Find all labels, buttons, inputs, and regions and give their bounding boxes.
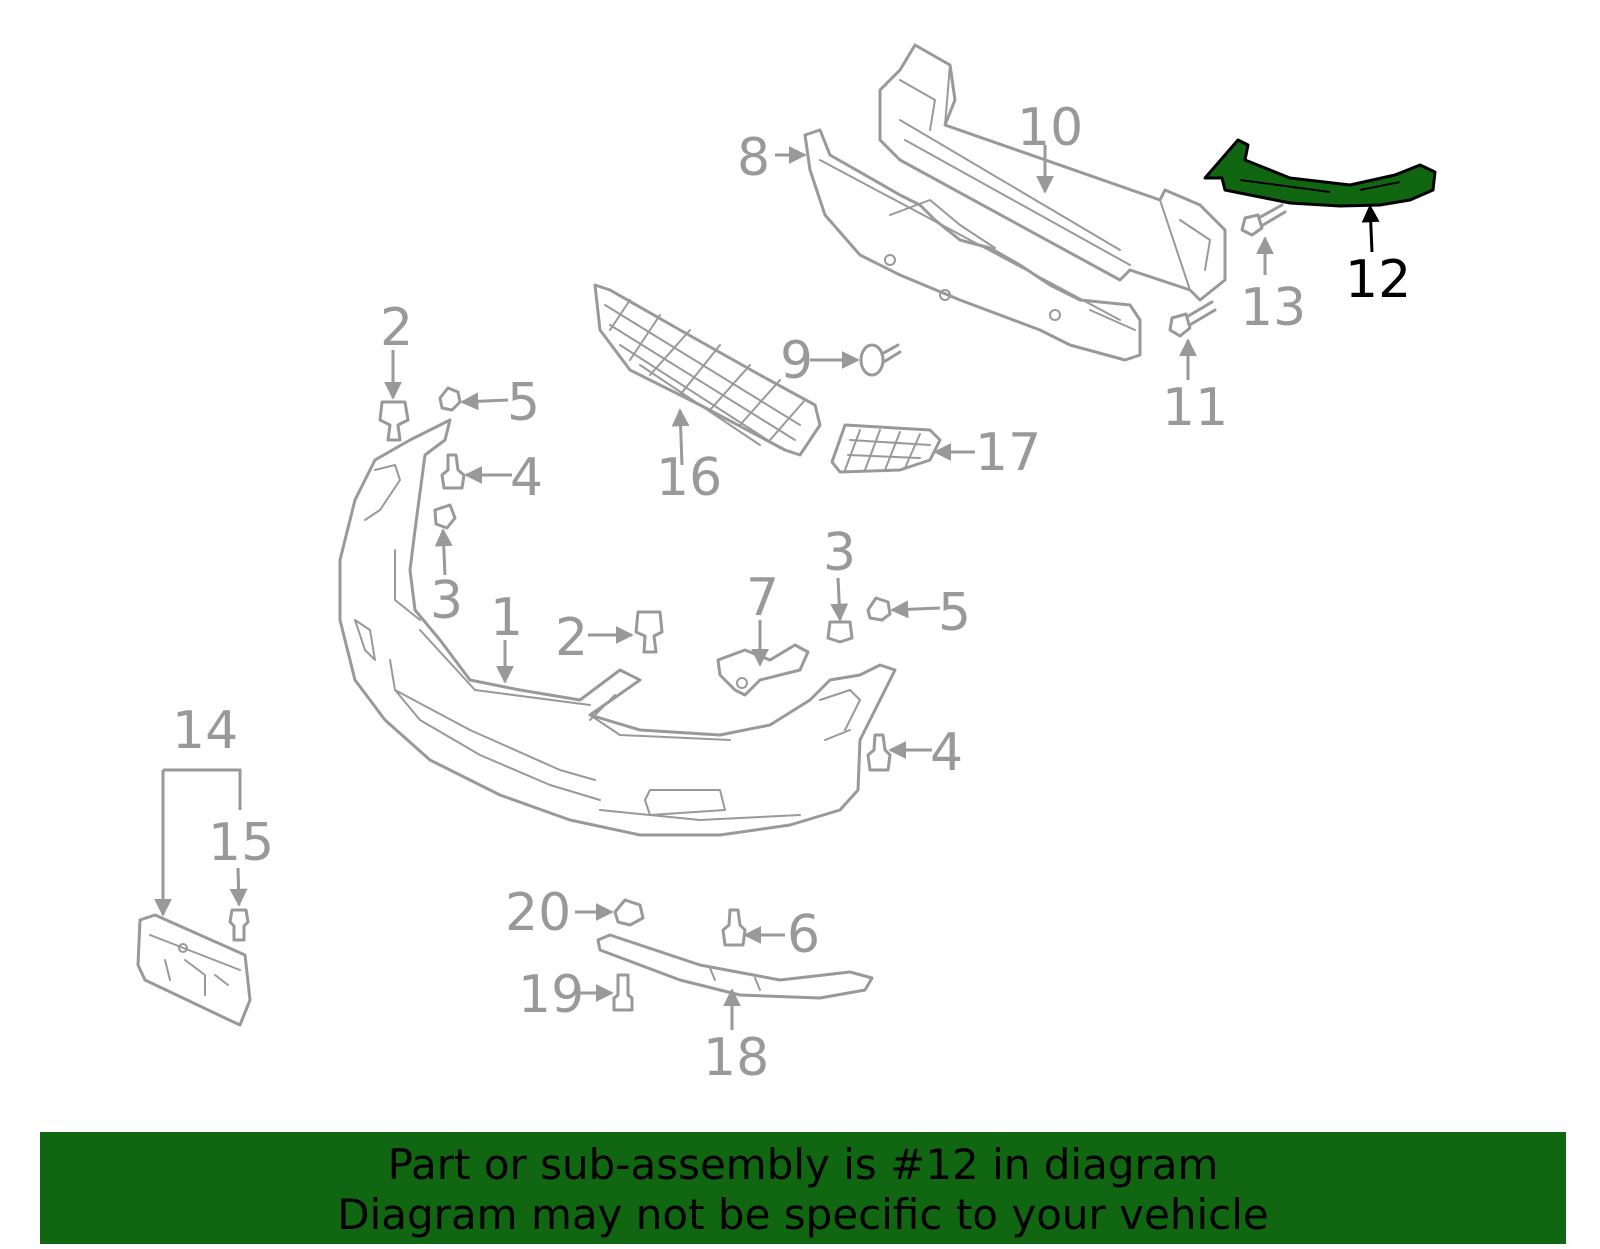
part-19-bolt [612, 973, 634, 1012]
callout-5-top: 5 [507, 373, 540, 433]
part-4-screw-mid [866, 733, 892, 772]
callout-4-top: 4 [510, 448, 543, 508]
part-4-screw-top [440, 453, 466, 490]
callout-8: 8 [737, 128, 770, 188]
part-7-bracket [716, 643, 810, 697]
part-5-nut-mid [866, 596, 892, 622]
part-11-bolt [1168, 300, 1217, 338]
callout-5-mid: 5 [938, 583, 971, 643]
part-1-bumper-cover [338, 418, 897, 837]
banner-line-disclaimer: Diagram may not be specific to your vehi… [337, 1190, 1269, 1239]
part-8-absorber [803, 128, 1142, 362]
part-14-license-bracket [136, 913, 252, 1027]
part-18-lower-trim [596, 933, 874, 1000]
part-15-screw [228, 908, 250, 942]
part-10-reinforcement [878, 43, 1227, 302]
callout-16: 16 [656, 448, 722, 508]
part-12-bracket-highlighted [1203, 138, 1437, 208]
callout-13: 13 [1240, 278, 1306, 338]
callout-14: 14 [172, 701, 238, 761]
callout-10: 10 [1017, 98, 1083, 158]
callout-17: 17 [975, 423, 1041, 483]
part-13-bolt [1240, 203, 1287, 237]
callout-11: 11 [1162, 378, 1228, 438]
callout-2-mid: 2 [555, 608, 588, 668]
part-3-nut-mid [826, 620, 854, 644]
part-2-clip-top [378, 400, 410, 442]
part-6-screw [721, 908, 747, 947]
leader-lines [154, 145, 1380, 1030]
callout-4-mid: 4 [930, 723, 963, 783]
banner-line-part: Part or sub-assembly is #12 in diagram [387, 1140, 1219, 1189]
part-2-clip-mid [634, 610, 664, 654]
callout-3-top: 3 [430, 571, 463, 631]
part-3-nut-top [433, 503, 457, 530]
part-5-nut-top [438, 386, 462, 412]
callout-9: 9 [780, 331, 813, 391]
callout-labels: 8 10 12 13 11 9 16 17 2 5 4 3 1 2 7 3 5 … [172, 98, 1411, 1088]
callout-7: 7 [746, 568, 779, 628]
part-16-grille [593, 283, 822, 457]
info-banner: Part or sub-assembly is #12 in diagram D… [40, 1132, 1566, 1244]
callout-20: 20 [505, 883, 571, 943]
callout-18: 18 [703, 1028, 769, 1088]
callout-19: 19 [518, 965, 584, 1025]
callout-6: 6 [787, 905, 820, 965]
callout-12: 12 [1345, 250, 1411, 310]
callout-1: 1 [490, 588, 523, 648]
callout-2-top: 2 [380, 298, 413, 358]
part-20-clip [613, 898, 645, 927]
part-17-side-grille [830, 423, 942, 474]
callout-3-mid: 3 [823, 523, 856, 583]
callout-15: 15 [208, 813, 274, 873]
part-9-pin [859, 343, 902, 377]
